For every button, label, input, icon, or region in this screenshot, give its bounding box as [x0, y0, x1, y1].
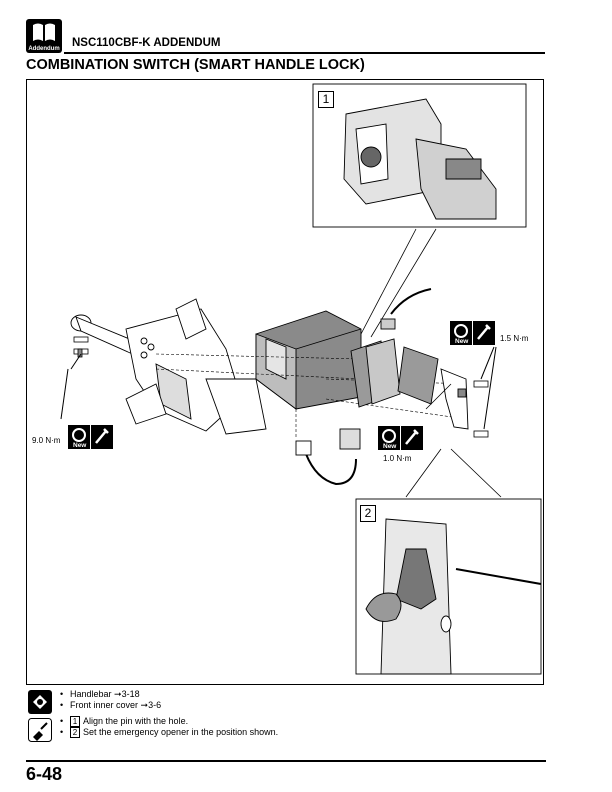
- section-title: COMBINATION SWITCH (SMART HANDLE LOCK): [26, 57, 365, 73]
- lock-bracket-drawing: [440, 368, 469, 430]
- exploded-view-illustration: [60, 83, 542, 675]
- installation-icon: [28, 718, 52, 742]
- illustration-frame: [26, 79, 544, 685]
- new-badge-left: New: [72, 442, 88, 449]
- torque-label-middle: 1.0 N·m: [383, 454, 412, 463]
- callout-number-1: 1: [318, 91, 334, 108]
- footer-rule: [26, 760, 546, 762]
- bolts-left: [73, 336, 89, 358]
- header-rule: [64, 52, 545, 54]
- handlebar-drawing: [70, 298, 267, 435]
- logo-label: Addendum: [28, 46, 60, 52]
- callout-number-2: 2: [360, 505, 376, 522]
- book-icon: [33, 23, 55, 41]
- bolts-right: [473, 380, 489, 438]
- wire-harness-drawing: [295, 288, 432, 486]
- switch-body-drawing: [255, 310, 362, 410]
- removal-note-item: •Handlebar ➞3-18: [60, 689, 140, 699]
- torque-label-left: 9.0 N·m: [32, 436, 61, 445]
- new-badge-middle: New: [382, 443, 398, 450]
- new-badge-right: New: [454, 338, 470, 345]
- page-number: 6-48: [26, 764, 63, 784]
- removal-note-item: •Front inner cover ➞3-6: [60, 700, 162, 710]
- torque-label-right: 1.5 N·m: [500, 334, 529, 343]
- removal-icon: [28, 690, 52, 714]
- removal-notes: •Handlebar ➞3-18 •Front inner cover ➞3-6: [60, 689, 161, 711]
- addendum-logo: Addendum: [26, 19, 62, 53]
- header-title: NSC110CBF-K ADDENDUM: [72, 37, 221, 49]
